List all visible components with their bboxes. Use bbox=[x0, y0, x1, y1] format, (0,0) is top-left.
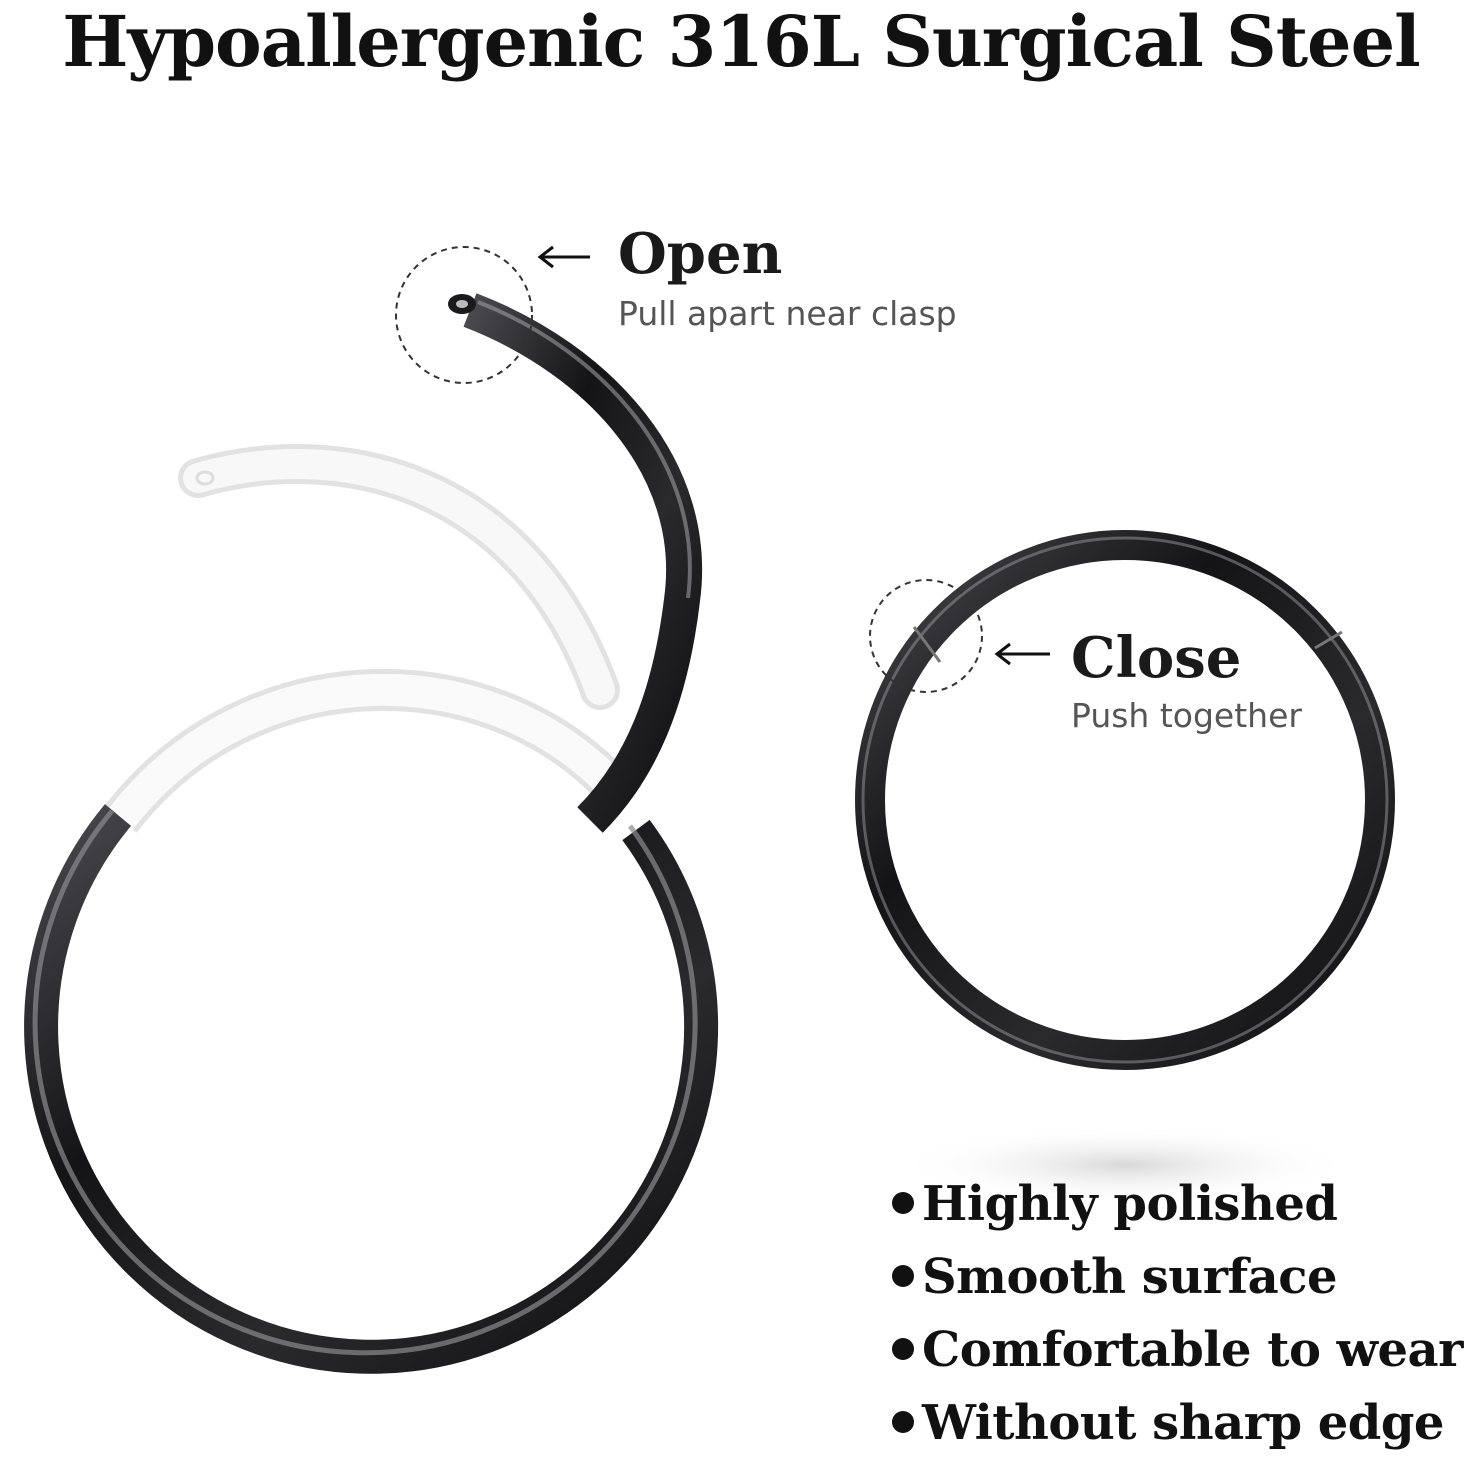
feature-list: Highly polished Smooth surface Comfortab… bbox=[892, 1168, 1463, 1460]
bullet-dot-icon bbox=[892, 1338, 914, 1360]
arrow-left-icon bbox=[537, 245, 590, 269]
bullet-dot-icon bbox=[892, 1411, 914, 1433]
open-clasp-highlight bbox=[395, 246, 533, 384]
small-ring bbox=[855, 530, 1395, 1205]
feature-item: Without sharp edge bbox=[892, 1387, 1463, 1460]
arrow-left-icon bbox=[994, 642, 1050, 666]
large-ring bbox=[24, 293, 719, 1374]
bullet-dot-icon bbox=[892, 1265, 914, 1287]
close-subtitle: Push together bbox=[1071, 696, 1302, 735]
feature-label: Smooth surface bbox=[922, 1249, 1338, 1305]
close-clasp-highlight bbox=[869, 579, 983, 693]
ghost-hinge-arcs bbox=[103, 444, 642, 833]
feature-item: Comfortable to wear bbox=[892, 1314, 1463, 1387]
headline: Hypoallergenic 316L Surgical Steel bbox=[62, 0, 1420, 83]
open-subtitle: Pull apart near clasp bbox=[618, 294, 957, 333]
bullet-dot-icon bbox=[892, 1192, 914, 1214]
feature-item: Smooth surface bbox=[892, 1241, 1463, 1314]
close-title: Close bbox=[1071, 625, 1242, 691]
feature-label: Highly polished bbox=[922, 1176, 1338, 1232]
feature-label: Without sharp edge bbox=[922, 1395, 1444, 1451]
open-title: Open bbox=[618, 221, 783, 287]
feature-item: Highly polished bbox=[892, 1168, 1463, 1241]
feature-label: Comfortable to wear bbox=[922, 1322, 1463, 1378]
